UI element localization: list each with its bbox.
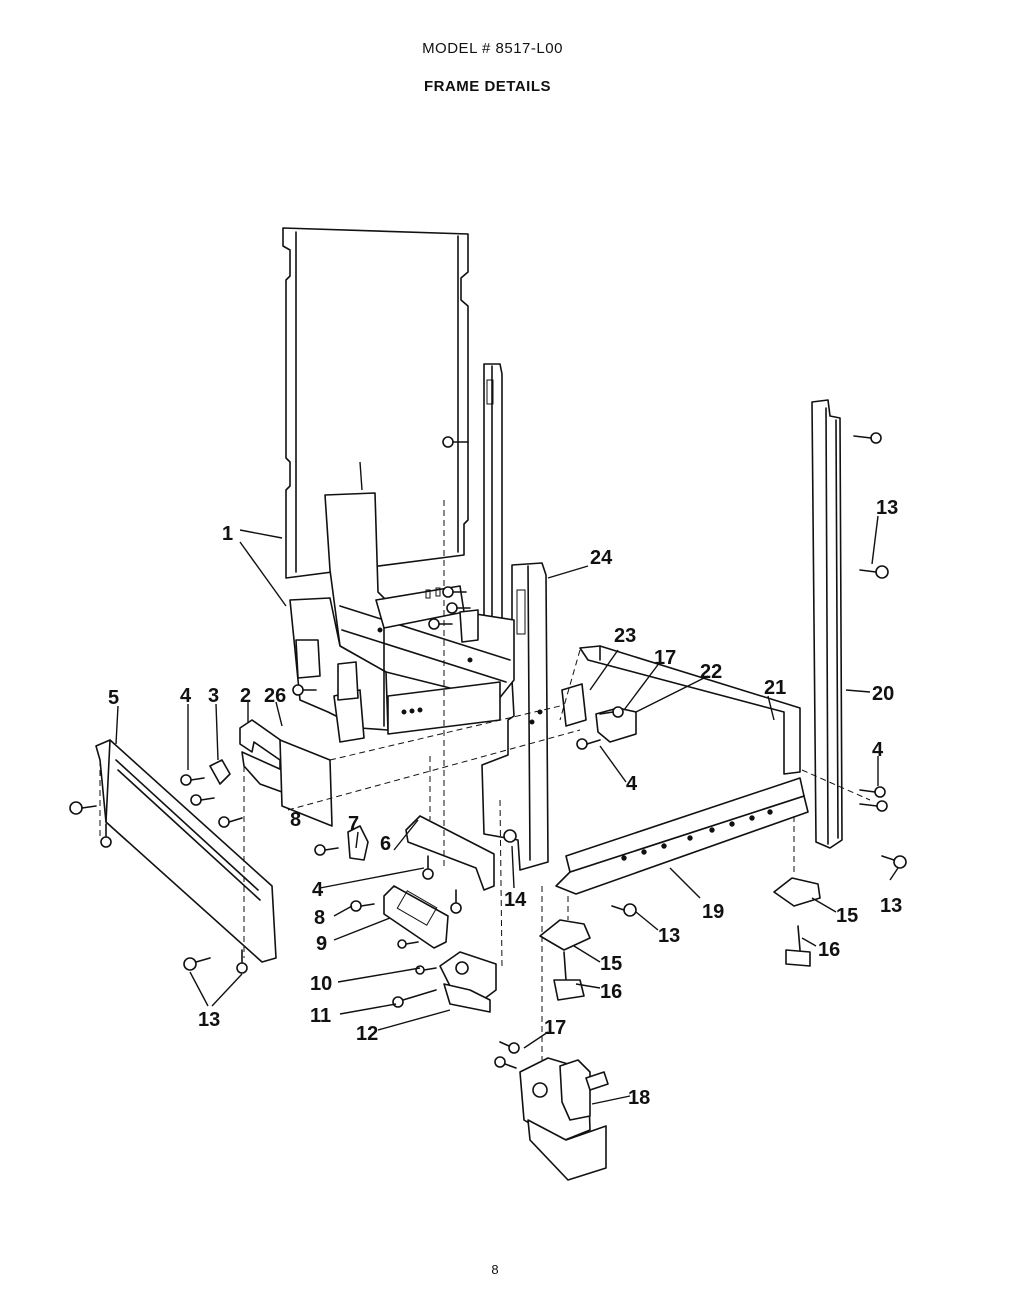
callout-18: 18 <box>628 1087 650 1109</box>
callout-7: 7 <box>348 813 359 835</box>
callout-4: 4 <box>180 685 192 707</box>
page-number: 8 <box>491 1262 499 1277</box>
screw-icon <box>499 1041 520 1054</box>
screw-icon <box>881 855 907 869</box>
rear-panel <box>282 227 469 579</box>
model-number: MODEL # 8517-L00 <box>422 40 563 57</box>
screw-icon <box>611 903 637 917</box>
callout-6: 6 <box>380 833 391 855</box>
callout-20: 20 <box>872 683 894 705</box>
callout-5: 5 <box>108 687 119 709</box>
callout-19: 19 <box>702 901 724 923</box>
leveling-leg-right <box>773 877 821 967</box>
callout-13: 13 <box>658 925 680 947</box>
callout-13: 13 <box>876 497 898 519</box>
screw-icon <box>859 565 889 579</box>
screw-icon <box>292 684 317 696</box>
callout-17: 17 <box>654 647 676 669</box>
callout-8: 8 <box>314 907 325 929</box>
callout-labels: 1 2 3 4 4 4 4 5 6 7 8 8 9 10 11 12 13 13… <box>108 497 902 1109</box>
screw-icon <box>450 889 462 914</box>
screw-icon <box>218 816 243 828</box>
screw-icon <box>236 949 248 974</box>
screw-icon <box>442 436 469 448</box>
screw-icon <box>183 957 211 971</box>
callout-4: 4 <box>872 739 884 761</box>
screw-icon <box>859 800 888 812</box>
leader-lines <box>115 461 899 1105</box>
screw-icon <box>180 774 205 786</box>
callout-4: 4 <box>626 773 638 795</box>
screw-icon <box>190 794 215 806</box>
screw-icon <box>392 989 437 1008</box>
callout-2: 2 <box>240 685 251 707</box>
screw-icon <box>428 618 453 630</box>
callout-26: 26 <box>264 685 286 707</box>
alignment-lines <box>99 500 871 1060</box>
side-upright <box>811 399 843 849</box>
callout-12: 12 <box>356 1023 378 1045</box>
latch-bracket <box>405 815 495 891</box>
cord-clip <box>347 825 369 861</box>
screw-icon <box>69 801 97 815</box>
callout-24: 24 <box>590 547 613 569</box>
side-rail-upper <box>579 645 801 775</box>
clip-3 <box>209 759 231 785</box>
latch-switch <box>561 683 637 743</box>
callout-1: 1 <box>222 523 233 545</box>
callout-15: 15 <box>836 905 858 927</box>
screw-icon <box>415 965 437 975</box>
leveling-leg-center <box>539 919 591 1001</box>
side-bracket <box>239 719 333 827</box>
screw-icon <box>446 602 471 614</box>
hinge-assembly <box>439 951 497 1013</box>
screw-icon <box>442 586 467 598</box>
mounting-plate <box>383 885 449 949</box>
callout-13: 13 <box>880 895 902 917</box>
callout-17: 17 <box>544 1017 566 1039</box>
bottom-rail <box>555 777 809 895</box>
callout-3: 3 <box>208 685 219 707</box>
callout-4: 4 <box>312 879 324 901</box>
callout-9: 9 <box>316 933 327 955</box>
screw-icon <box>314 844 339 856</box>
rear-post <box>483 363 503 669</box>
screw-icon <box>576 738 601 750</box>
screw-icon <box>599 706 624 718</box>
callout-14: 14 <box>504 889 527 911</box>
callout-15: 15 <box>600 953 622 975</box>
page-title: FRAME DETAILS <box>423 78 552 95</box>
callout-22: 22 <box>700 661 722 683</box>
callout-23: 23 <box>614 625 636 647</box>
callout-13: 13 <box>198 1009 220 1031</box>
screw-icon <box>100 823 112 848</box>
screw-icon <box>853 432 882 444</box>
main-frame <box>289 492 515 743</box>
callout-11: 11 <box>310 1005 331 1027</box>
callout-16: 16 <box>600 981 622 1003</box>
door-hinge <box>519 1057 609 1181</box>
screw-icon <box>503 829 517 843</box>
callout-21: 21 <box>764 677 786 699</box>
callout-8: 8 <box>290 809 301 831</box>
kick-plate <box>95 739 277 963</box>
callout-10: 10 <box>310 973 332 995</box>
screw-icon <box>494 1056 517 1069</box>
screws <box>69 432 907 1069</box>
callout-16: 16 <box>818 939 840 961</box>
screw-icon <box>859 786 886 798</box>
screw-icon <box>422 855 434 880</box>
screw-icon <box>350 900 375 912</box>
screw-icon <box>397 939 419 949</box>
